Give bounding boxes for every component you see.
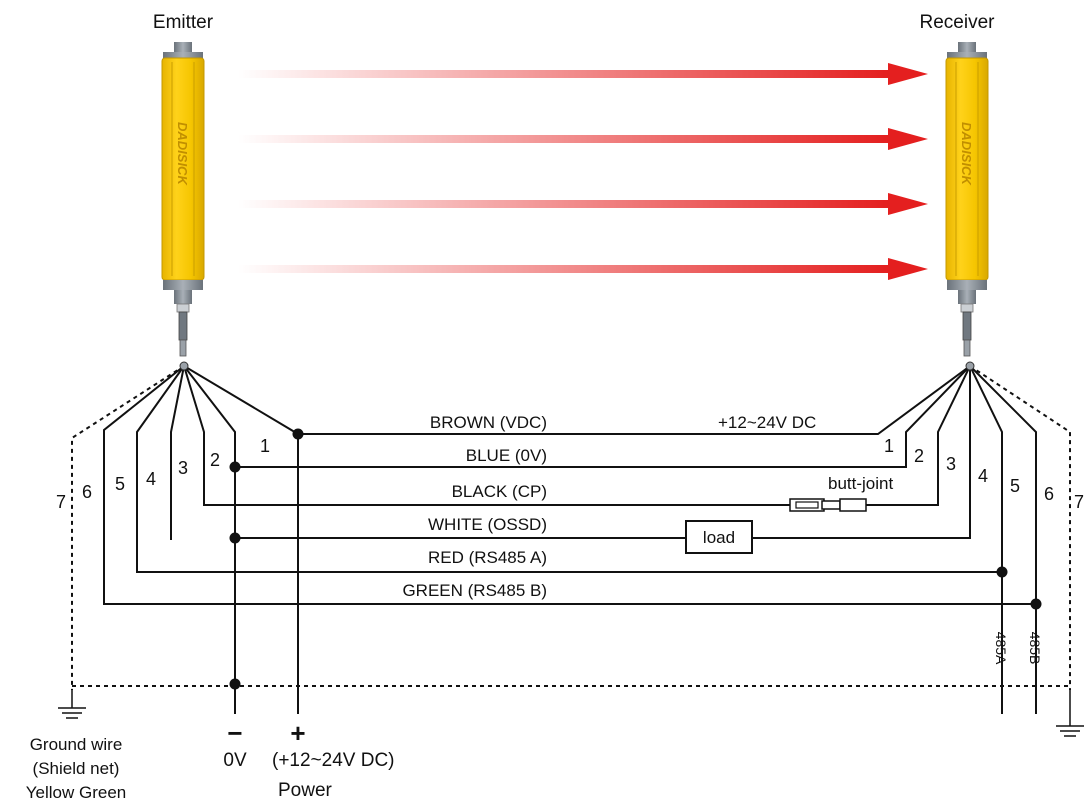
wire-label-red: RED (RS485 A) <box>428 548 547 567</box>
light-beams <box>238 63 928 280</box>
dot-ground <box>229 678 241 690</box>
receiver-brand-logo: DADISICK <box>959 122 974 186</box>
butt-joint <box>789 498 867 512</box>
receiver-num-3: 3 <box>946 454 956 474</box>
emitter-wire-5 <box>136 365 1003 714</box>
wire-label-black: BLACK (CP) <box>452 482 547 501</box>
load-box: load <box>685 520 753 554</box>
dot-green <box>1030 598 1042 610</box>
emitter-connector-node <box>179 361 189 371</box>
wire-label-white: WHITE (OSSD) <box>428 515 547 534</box>
receiver-num-4: 4 <box>978 466 988 486</box>
emitter-brand-logo: DADISICK <box>175 122 190 186</box>
white-run-right <box>752 366 971 539</box>
light-beam-4 <box>238 258 928 280</box>
power-label: Power <box>278 780 333 801</box>
dot-red <box>996 566 1008 578</box>
emitter-wire-6 <box>103 365 1037 714</box>
emitter-num-6: 6 <box>82 482 92 502</box>
ground-symbol-left <box>58 690 86 719</box>
ground-label-line2: (Shield net) <box>33 759 120 778</box>
receiver-shield-wire <box>969 365 1071 690</box>
light-beam-3 <box>238 193 928 215</box>
emitter-wires <box>71 365 1037 714</box>
wire-label-blue: BLUE (0V) <box>466 446 547 465</box>
receiver-num-5: 5 <box>1010 476 1020 496</box>
plus-sign: + <box>290 718 305 748</box>
emitter-wire-numbers: 1 2 3 4 5 6 7 <box>56 436 270 512</box>
emitter-wire-2 <box>183 365 236 714</box>
emitter-num-4: 4 <box>146 469 156 489</box>
junction-dots <box>179 361 1042 690</box>
dot-white <box>229 532 241 544</box>
emitter-device: DADISICK <box>161 42 205 357</box>
receiver-num-2: 2 <box>914 446 924 466</box>
emitter-num-2: 2 <box>210 450 220 470</box>
minus-sign: − <box>227 718 242 748</box>
wire-label-brown: BROWN (VDC) <box>430 413 547 432</box>
emitter-num-7: 7 <box>56 492 66 512</box>
wire-label-green: GREEN (RS485 B) <box>402 581 547 600</box>
black-run-right <box>866 365 971 506</box>
receiver-device: DADISICK <box>945 42 989 357</box>
emitter-num-3: 3 <box>178 458 188 478</box>
ground-label-line1: Ground wire <box>30 735 123 754</box>
dot-blue <box>229 461 241 473</box>
receiver-title: Receiver <box>920 12 996 33</box>
brown-run <box>298 365 971 435</box>
wire-labels: BROWN (VDC) BLUE (0V) BLACK (CP) WHITE (… <box>402 413 893 600</box>
light-beam-2 <box>238 128 928 150</box>
emitter-wire-3 <box>183 365 790 506</box>
emitter-wire-4 <box>170 365 185 540</box>
receiver-wire-numbers: 1 2 3 4 5 6 7 <box>884 436 1084 512</box>
receiver-num-6: 6 <box>1044 484 1054 504</box>
supply-note: +12~24V DC <box>718 413 816 432</box>
rs485b-label: 485B <box>1027 632 1043 665</box>
rs485a-label: 485A <box>993 632 1009 665</box>
receiver-num-7: 7 <box>1074 492 1084 512</box>
ground-label-line3: Yellow Green <box>26 783 127 802</box>
load-label: load <box>703 528 735 547</box>
dot-brown <box>292 428 304 440</box>
ground-symbol-right <box>1056 690 1084 737</box>
receiver-num-1: 1 <box>884 436 894 456</box>
receiver-wire-6 <box>969 365 1037 604</box>
power-voltage-label: (+12~24V DC) <box>272 750 395 771</box>
light-beam-1 <box>238 63 928 85</box>
butt-joint-label: butt-joint <box>828 474 893 493</box>
receiver-connector-node <box>965 361 975 371</box>
emitter-title: Emitter <box>153 12 214 33</box>
emitter-num-5: 5 <box>115 474 125 494</box>
receiver-wire-5 <box>969 365 1003 572</box>
blue-run <box>235 365 971 468</box>
emitter-wire-1 <box>183 365 299 714</box>
emitter-shield-wire <box>71 365 185 690</box>
emitter-num-1: 1 <box>260 436 270 456</box>
horizontal-runs <box>72 365 1071 690</box>
ov-label: 0V <box>223 750 247 771</box>
